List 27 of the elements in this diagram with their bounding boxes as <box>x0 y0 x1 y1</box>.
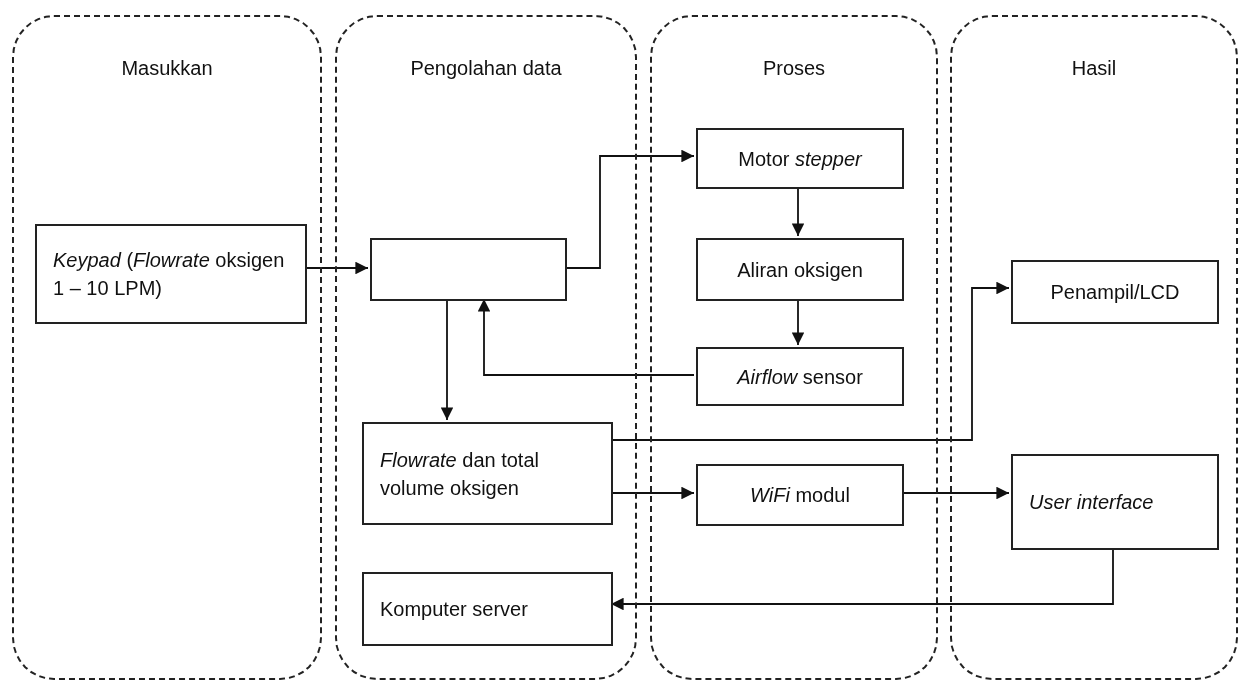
process-box <box>362 422 613 525</box>
box-label: Komputer server <box>380 597 529 622</box>
column-panel <box>12 15 322 680</box>
box-label: WiFi modul <box>749 483 851 508</box>
box-label: User interface <box>1029 490 1155 515</box>
process-box <box>696 128 904 189</box>
column-title: Pengolahan data <box>410 57 562 80</box>
process-box <box>1011 260 1219 324</box>
column-panel <box>950 15 1238 680</box>
process-box <box>696 464 904 526</box>
box-label: Airflow sensor <box>735 364 864 390</box>
box-label: Keypad (Flowrate oksigen 1 – 10 LPM) <box>53 248 286 301</box>
column-title: Masukkan <box>121 57 213 80</box>
column-panel <box>335 15 637 680</box>
box-label: Motor stepper <box>737 146 864 172</box>
process-box <box>370 238 567 301</box>
box-label: Aliran oksigen <box>736 257 864 283</box>
process-box <box>362 572 613 646</box>
column-title: Proses <box>762 57 826 80</box>
column-panel <box>650 15 938 680</box>
column-title: Hasil <box>1071 57 1117 80</box>
process-box <box>35 224 307 324</box>
process-box <box>696 347 904 406</box>
box-label: Flowrate dan total volume oksigen <box>380 447 540 501</box>
box-label: Penampil/LCD <box>1049 280 1181 305</box>
process-box <box>1011 454 1219 550</box>
process-box <box>696 238 904 301</box>
